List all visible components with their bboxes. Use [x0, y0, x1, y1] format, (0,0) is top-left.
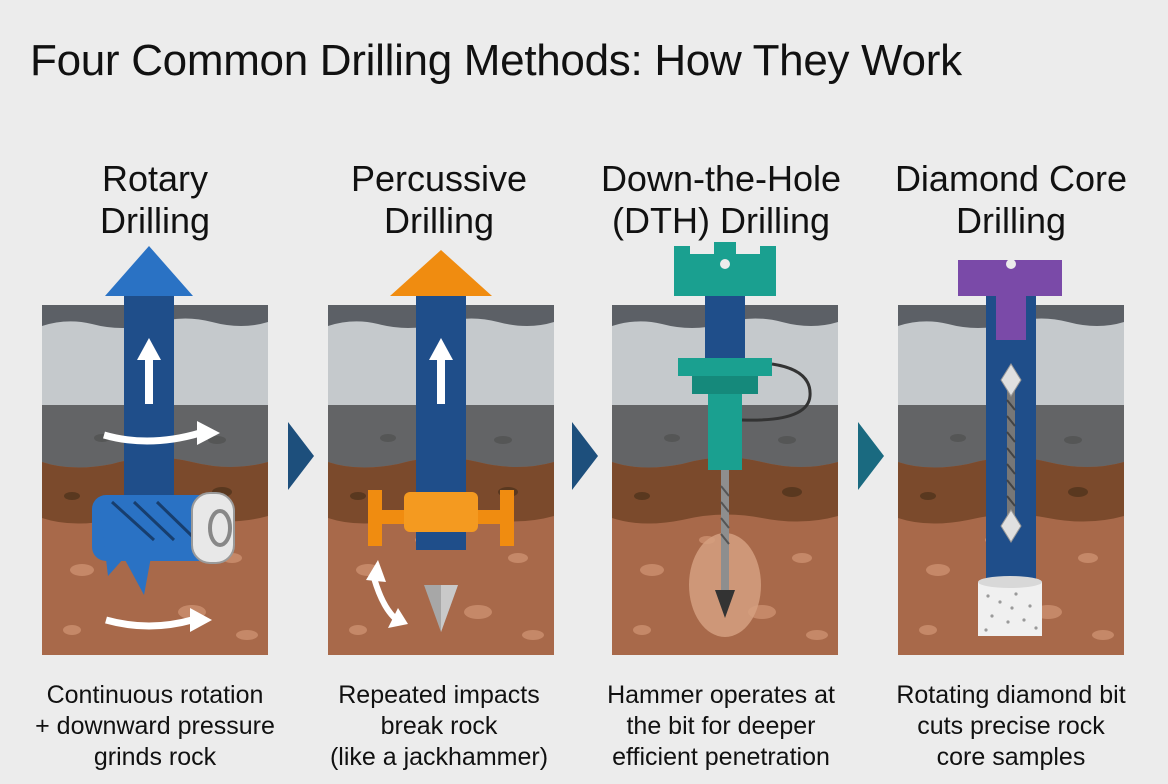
percussive-drilling-illustration	[328, 250, 554, 655]
method-description: Rotating diamond bit cuts precise rock c…	[854, 680, 1168, 773]
rotation-arrow-icon	[103, 429, 201, 445]
method-title-line: Diamond Core	[894, 158, 1128, 199]
method-title: Percussive Drilling	[294, 158, 584, 242]
hammer-clamp-icon	[368, 490, 514, 546]
method-description-line: break rock	[380, 712, 498, 740]
diamond-core-drilling-illustration	[898, 259, 1124, 655]
rotary-bit-icon	[92, 492, 235, 595]
method-title: Rotary Drilling	[10, 158, 300, 242]
method-panel-rotary: Rotary Drilling Continuous rot	[10, 0, 300, 784]
chevron-right-icon	[572, 422, 598, 490]
method-description-line: Continuous rotation	[46, 681, 264, 709]
drill-bit-icon	[715, 590, 735, 618]
drill-cap-icon	[958, 259, 1062, 340]
drill-shaft	[124, 290, 174, 535]
method-description-line: the bit for deeper	[626, 712, 816, 740]
method-title: Down-the-Hole (DTH) Drilling	[576, 158, 866, 242]
method-description-line: efficient penetration	[612, 743, 830, 771]
up-arrow-icon	[105, 246, 193, 296]
air-hose-icon	[741, 362, 812, 422]
page-title: Four Common Drilling Methods: How They W…	[30, 36, 962, 85]
method-panel-percussive: Percussive Drilling	[294, 0, 584, 784]
drill-cap-icon	[674, 242, 776, 296]
up-arrow-icon	[137, 338, 161, 404]
impact-arrow-icon	[366, 560, 408, 628]
method-title: Diamond Core Drilling	[866, 158, 1156, 242]
method-title-line: Rotary	[101, 158, 209, 199]
up-arrow-icon	[390, 250, 492, 296]
method-title-line: Drilling	[99, 200, 211, 241]
chevron-right-icon	[288, 422, 314, 490]
drill-shaft	[705, 296, 745, 366]
method-description-line: Rotating diamond bit	[896, 681, 1126, 709]
diamond-icon	[1000, 363, 1022, 397]
method-title-line: Drilling	[383, 200, 495, 241]
core-sample-icon	[978, 576, 1042, 636]
rotary-drilling-illustration	[42, 246, 268, 655]
rotation-arrow-icon	[105, 616, 193, 630]
hammer-icon	[708, 394, 742, 470]
method-description-line: Repeated impacts	[338, 681, 540, 709]
dth-drilling-illustration	[612, 242, 838, 655]
method-description-line: + downward pressure	[35, 712, 275, 740]
method-panel-diamond-core: Diamond Core Drilling	[866, 0, 1156, 784]
method-description-line: (like a jackhammer)	[329, 743, 549, 771]
method-description: Hammer operates at the bit for deeper ef…	[564, 680, 878, 773]
method-description-line: grinds rock	[93, 743, 217, 771]
diamond-icon	[1000, 509, 1022, 543]
method-title-line: Percussive	[350, 158, 528, 199]
method-title-line: Down-the-Hole	[600, 158, 842, 199]
method-title-line: Drilling	[955, 200, 1067, 241]
method-description-line: cuts precise rock	[917, 712, 1105, 740]
chevron-right-icon	[858, 422, 884, 490]
up-arrow-icon	[429, 338, 453, 404]
method-title-line: (DTH) Drilling	[612, 200, 830, 241]
method-description: Continuous rotation + downward pressure …	[0, 680, 312, 773]
method-description: Repeated impacts break rock (like a jack…	[282, 680, 596, 773]
method-description-line: Hammer operates at	[607, 681, 835, 709]
method-panel-dth: Down-the-Hole (DTH) Drilling Hammer oper…	[576, 0, 866, 784]
method-description-line: core samples	[936, 743, 1086, 771]
